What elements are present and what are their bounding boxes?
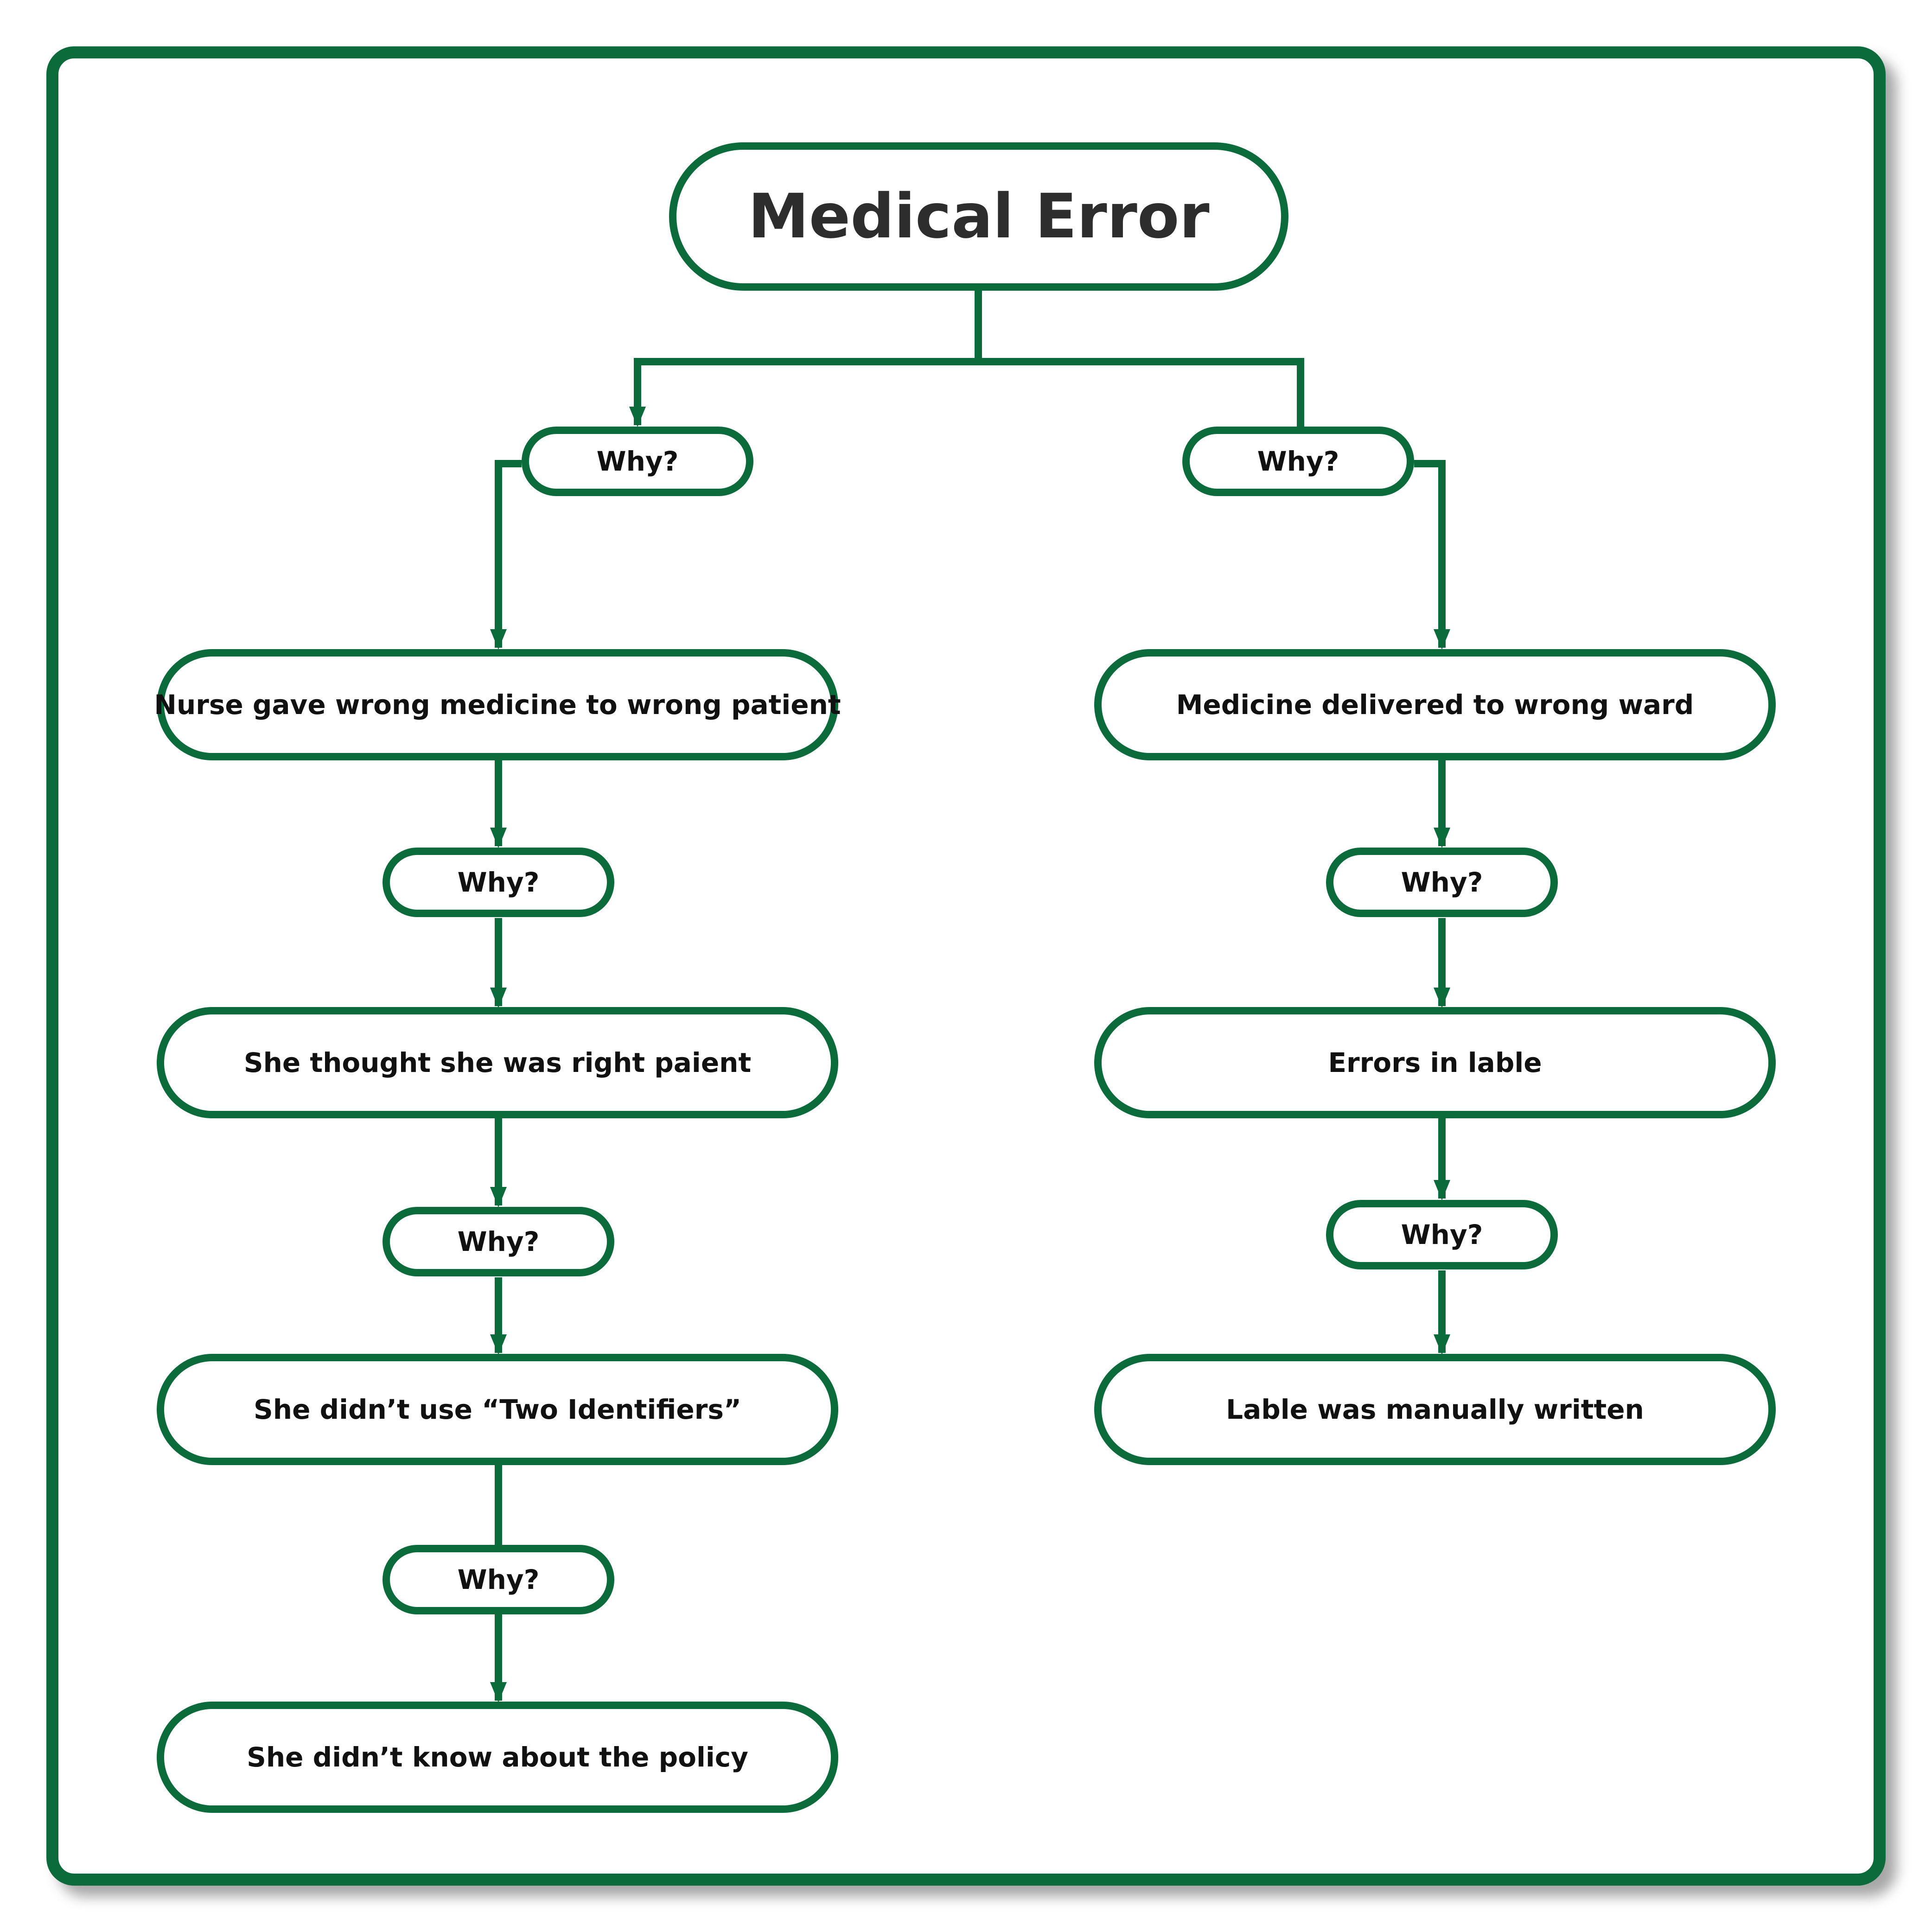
left-finding-node-3: She didn’t use “Two Identifiers”	[157, 1354, 838, 1465]
left-finding-node-4: She didn’t know about the policy	[157, 1702, 838, 1813]
left-why-node-3: Why?	[383, 1207, 614, 1276]
diagram-frame	[46, 46, 1886, 1886]
left-finding-node-2: She thought she was right paient	[157, 1007, 838, 1118]
right-finding-node-3: Lable was manually written	[1094, 1354, 1776, 1465]
right-finding-node-1: Medicine delivered to wrong ward	[1094, 649, 1776, 760]
right-why-node-2: Why?	[1326, 848, 1558, 917]
connector-root-to-right-why	[978, 358, 1304, 427]
right-why-node-3: Why?	[1326, 1200, 1558, 1269]
root-node-medical-error: Medical Error	[669, 142, 1288, 291]
connector-root-to-left-why	[629, 291, 982, 427]
left-why-node-1: Why?	[522, 427, 753, 496]
right-why-node-1: Why?	[1182, 427, 1414, 496]
left-why-node-2: Why?	[383, 848, 614, 917]
connector-left-why1-to-finding1	[490, 460, 522, 650]
left-finding-node-1: Nurse gave wrong medicine to wrong patie…	[154, 649, 841, 760]
right-finding-node-2: Errors in lable	[1094, 1007, 1776, 1118]
left-why-node-4: Why?	[383, 1545, 614, 1614]
connector-right-why1-to-finding1	[1414, 460, 1450, 650]
